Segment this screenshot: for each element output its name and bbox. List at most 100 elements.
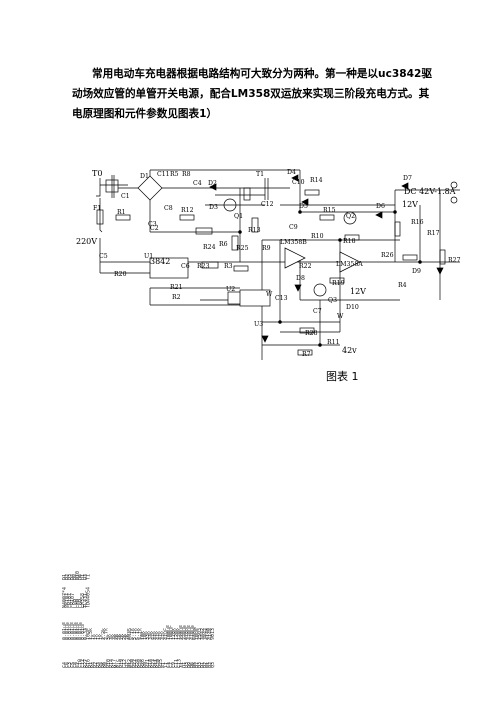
parts-cell: D2	[202, 662, 208, 668]
parts-cell: R21	[145, 659, 151, 668]
label-c3: C3	[148, 221, 157, 228]
parts-cell: LED	[78, 599, 84, 608]
parts-cell: 0.01uF	[70, 622, 76, 640]
parts-cell: D2	[65, 574, 71, 580]
parts-cell: R18	[148, 659, 154, 668]
parts-cell: 0.01uF	[62, 622, 68, 640]
label-12v-b: 12V	[402, 200, 418, 209]
parts-cell: 47k	[156, 631, 162, 640]
parts-cell: 47k	[153, 631, 159, 640]
parts-list-table: C40.01uFC60.01uFC30.01uFC50.01uFC80.01uF…	[62, 571, 216, 668]
parts-cell: 47k	[158, 631, 164, 640]
label-d6: D6	[376, 203, 385, 210]
parts-cell: 1k	[96, 634, 102, 640]
parts-cell: 220uF	[182, 625, 188, 640]
label-f1: F1	[93, 205, 101, 212]
parts-cell: LED	[75, 599, 81, 608]
parts-cell: R17	[111, 659, 117, 668]
label-c1: C1	[121, 193, 130, 200]
parts-cell: LM358	[80, 593, 86, 608]
parts-cell: 5.1k	[132, 628, 138, 640]
parts-cell: 0.33	[83, 628, 89, 640]
parts-cell: TL431	[83, 593, 89, 608]
label-r3: R3	[224, 263, 233, 270]
label-r7: R7	[302, 351, 311, 358]
label-r20: R20	[114, 271, 127, 278]
parts-cell: C4	[62, 662, 68, 668]
parts-cell: 0.01uF	[75, 622, 81, 640]
parts-cell: T1	[85, 574, 91, 580]
label-c10: C10	[292, 179, 305, 186]
parts-cell: D10	[75, 571, 81, 580]
parts-cell: 10nF	[195, 628, 201, 640]
label-r19: R19	[332, 280, 345, 287]
parts-cell: D6	[189, 662, 195, 668]
label-d4: D4	[287, 169, 296, 176]
label-r22: R22	[299, 263, 312, 270]
parts-cell: D4	[70, 574, 76, 580]
label-w2: W	[337, 313, 344, 320]
parts-cell: D1	[200, 662, 206, 668]
label-d2: D2	[208, 180, 217, 187]
label-42v: 42v	[342, 346, 357, 355]
parts-cell: 4148	[208, 628, 214, 640]
parts-cell: F1	[161, 662, 167, 668]
label-r12: R12	[181, 207, 194, 214]
parts-cell: R29	[156, 659, 162, 668]
parts-cell: C12	[80, 659, 86, 668]
parts-cell: 0.01uF	[78, 622, 84, 640]
parts-cell: U3	[83, 574, 89, 580]
parts-cell: C10	[78, 659, 84, 668]
parts-cell: 0.01uF	[72, 622, 78, 640]
parts-cell: R19	[119, 659, 125, 668]
parts-cell: U1	[80, 574, 86, 580]
label-r10: R10	[311, 233, 324, 240]
label-r2: R2	[172, 294, 181, 301]
label-q2: Q2	[346, 213, 355, 220]
label-c6: C6	[181, 263, 190, 270]
label-r25: R25	[236, 245, 249, 252]
parts-cell: C7	[169, 662, 175, 668]
parts-cell: 2K	[119, 634, 125, 640]
label-c13: C13	[275, 295, 288, 302]
parts-cell: R23	[150, 659, 156, 668]
label-r16: R16	[411, 219, 424, 226]
label-r1: R1	[117, 209, 126, 216]
parts-cell: 220uF	[179, 625, 185, 640]
parts-cell: 2K	[122, 634, 128, 640]
parts-cell: U1	[182, 662, 188, 668]
parts-cell: R5	[98, 662, 104, 668]
schematic-labels: T0 F1 220V R1 C5 R20 D1 C1 C11 R5 R8 C4 …	[76, 169, 461, 358]
parts-cell: U2	[124, 662, 130, 668]
parts-cell: T1	[179, 662, 185, 668]
label-r21: R21	[170, 284, 183, 291]
parts-cell: 47k	[161, 631, 167, 640]
label-r15: R15	[323, 207, 336, 214]
label-d7: D7	[403, 175, 412, 182]
parts-cell: R26	[140, 659, 146, 668]
label-c12: C12	[261, 201, 274, 208]
parts-cell: 4148	[205, 628, 211, 640]
parts-cell: 2S03	[197, 628, 203, 640]
parts-cell: 47uF	[163, 628, 169, 640]
parts-cell: 5.1k	[137, 628, 143, 640]
parts-cell: 2K	[114, 634, 120, 640]
parts-cell: C3	[67, 662, 73, 668]
parts-cell: 0.01uF	[65, 622, 71, 640]
label-d5: D5	[299, 203, 308, 210]
parts-cell: 3842	[200, 628, 206, 640]
parts-cell: R2	[93, 662, 99, 668]
label-c5: C5	[99, 253, 108, 260]
parts-cell: D5	[192, 662, 198, 668]
parts-cell: W	[114, 664, 120, 668]
parts-cell: C6	[65, 662, 71, 668]
parts-cell: 1.5k	[88, 628, 94, 640]
parts-cell: R20	[130, 659, 136, 668]
parts-cell: R25	[158, 659, 164, 668]
label-d9: D9	[412, 268, 421, 275]
parts-cell: C2	[75, 662, 81, 668]
parts-cell: 33k	[148, 631, 154, 640]
parts-cell: 100uF	[166, 625, 172, 640]
parts-cell: 2K	[117, 634, 123, 640]
parts-cell: D3	[67, 574, 73, 580]
